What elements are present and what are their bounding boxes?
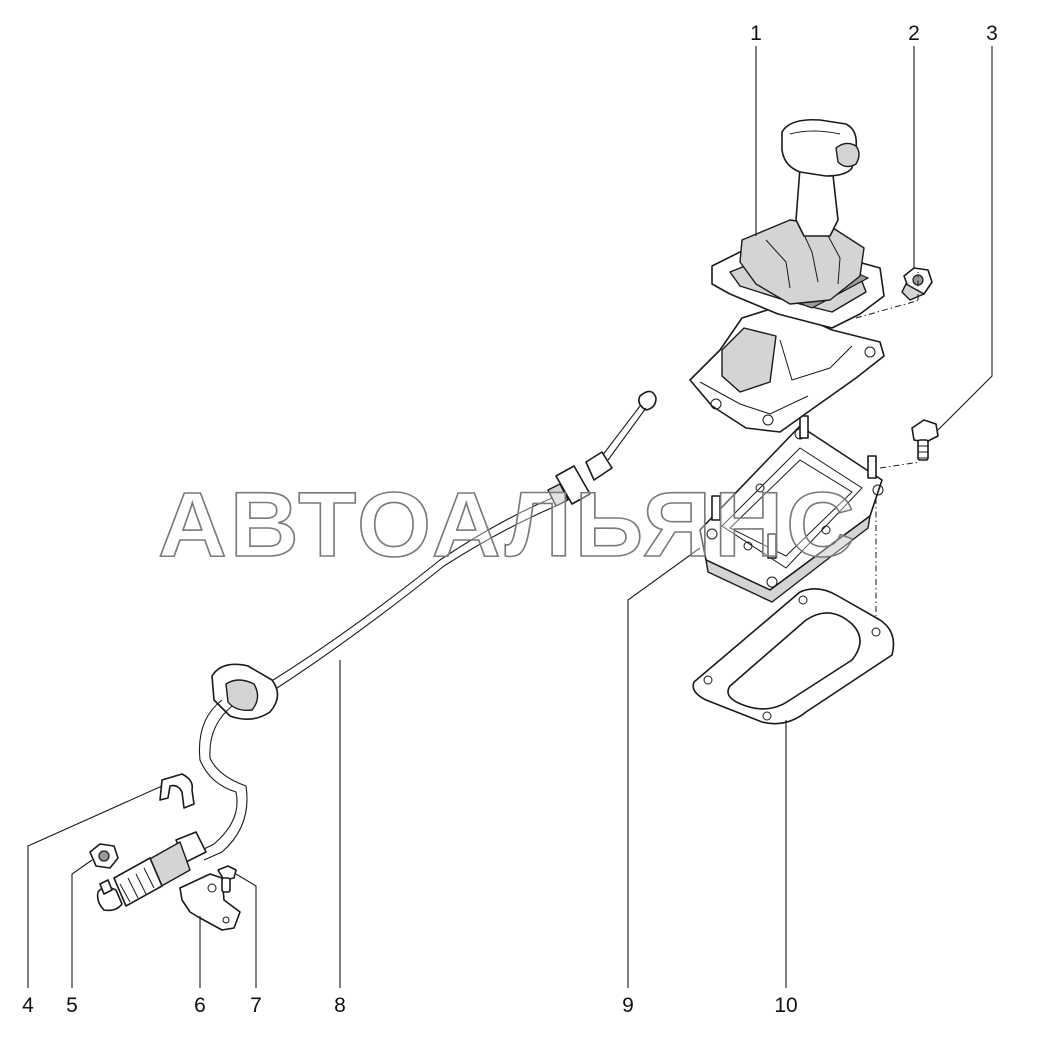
nut-part-5 bbox=[89, 843, 119, 869]
callout-3: 3 bbox=[986, 22, 998, 45]
bracket-part-6 bbox=[179, 873, 241, 931]
callout-1: 1 bbox=[750, 22, 762, 45]
callout-6: 6 bbox=[194, 994, 206, 1017]
mounting-plate-part-9 bbox=[699, 415, 884, 603]
shift-cable-part-8 bbox=[96, 390, 657, 912]
callout-8: 8 bbox=[334, 994, 346, 1017]
callout-10: 10 bbox=[774, 994, 797, 1017]
callout-2: 2 bbox=[908, 22, 920, 45]
clip-part-4 bbox=[159, 773, 195, 809]
callout-4: 4 bbox=[22, 994, 34, 1017]
assembly-centerlines bbox=[855, 272, 921, 616]
callout-numbers: 1 2 3 4 5 6 7 8 9 10 bbox=[22, 22, 998, 1017]
gear-shift-lever-part-1 bbox=[689, 118, 885, 433]
gasket-part-10 bbox=[692, 588, 895, 725]
watermark-text: АВТОАЛЬЯНС bbox=[158, 474, 858, 576]
bolt-part-3 bbox=[911, 419, 939, 461]
nut-part-2 bbox=[901, 267, 933, 301]
callout-5: 5 bbox=[66, 994, 78, 1017]
callout-7: 7 bbox=[250, 994, 262, 1017]
callout-9: 9 bbox=[622, 994, 634, 1017]
leader-lines bbox=[27, 46, 993, 988]
bolt-part-7 bbox=[217, 865, 237, 893]
